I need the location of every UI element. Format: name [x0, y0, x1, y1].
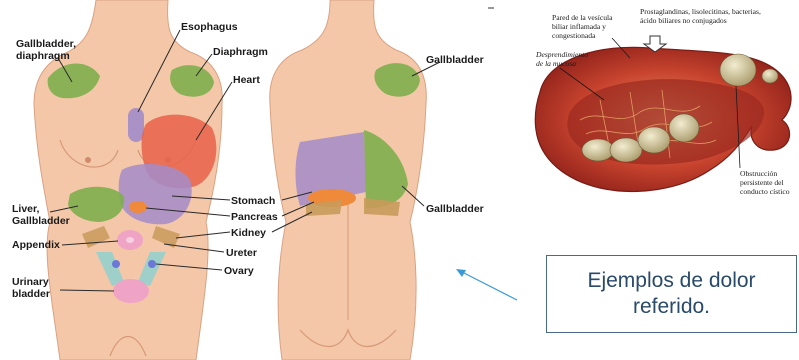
label-esophagus: Esophagus: [181, 21, 238, 33]
label-urinary-2: bladder: [12, 288, 50, 300]
zone-bladder-pink: [113, 279, 149, 303]
zone-stomach-purple: [119, 164, 192, 224]
label-diaphragm: Diaphragm: [213, 46, 268, 58]
caption-line-2: referido.: [587, 294, 755, 320]
label-liver-1: Liver,: [12, 203, 40, 215]
zone-esophagus-purple: [128, 108, 144, 142]
label-gallbladder-diaphragm-1: Gallbladder,: [16, 38, 76, 50]
organ-label-mucosa-2: de la mucosa: [536, 59, 576, 68]
pointer-arrow: [456, 269, 517, 300]
organ-label-wall-3: congestionada: [552, 31, 596, 40]
organ-label-obstr-3: conducto cístico: [740, 187, 790, 196]
organ-label-wall-1: Pared de la vesícula: [552, 13, 613, 22]
organ-label-top-1: Prostaglandinas, lisolecitinas, bacteria…: [640, 7, 761, 16]
label-back-gallbladder-top: Gallbladder: [426, 54, 484, 66]
caption-line-1: Ejemplos de dolor: [587, 268, 755, 294]
organ-label-obstr-1: Obstrucción: [740, 169, 777, 178]
zone-pancreas-orange: [129, 201, 147, 213]
caption-box: Ejemplos de dolor referido.: [546, 255, 797, 333]
label-gallbladder-diaphragm-2: diaphragm: [16, 50, 70, 62]
label-stomach: Stomach: [231, 195, 275, 207]
label-ovary: Ovary: [224, 265, 254, 277]
label-ureter: Ureter: [226, 247, 257, 259]
organ-label-wall-2: biliar inflamada y: [552, 22, 606, 31]
zone-ovary-blue-left: [112, 260, 120, 268]
label-back-gallbladder-side: Gallbladder: [426, 203, 484, 215]
label-urinary-1: Urinary: [12, 276, 49, 288]
label-kidney: Kidney: [231, 227, 266, 239]
organ-label-mucosa-1: Desprendimiento: [535, 50, 588, 59]
zone-ovary-blue-right: [148, 260, 156, 268]
label-appendix: Appendix: [12, 239, 60, 251]
label-pancreas: Pancreas: [231, 211, 278, 223]
organ-label-obstr-2: persistente del: [740, 178, 784, 187]
label-liver-2: Gallbladder: [12, 215, 70, 227]
label-heart: Heart: [233, 74, 260, 86]
organ-label-top-2: ácido biliares no conjugados: [640, 16, 727, 25]
